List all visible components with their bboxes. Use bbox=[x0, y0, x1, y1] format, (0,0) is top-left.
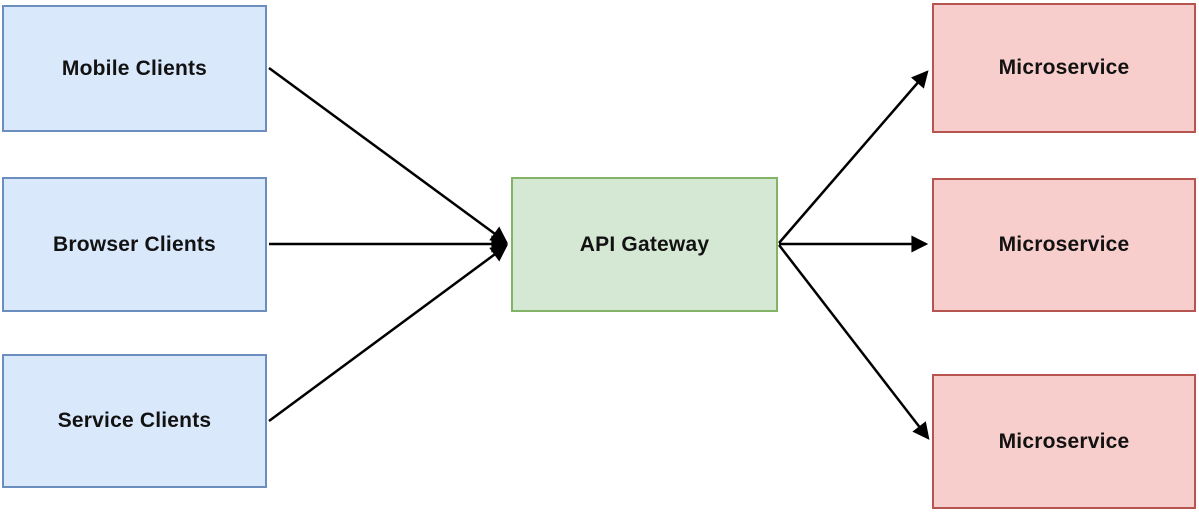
node-service-clients-label: Service Clients bbox=[57, 409, 212, 432]
node-microservice-middle: Microservice bbox=[932, 178, 1196, 312]
node-service-clients: Service Clients bbox=[2, 354, 267, 488]
node-microservice-top: Microservice bbox=[932, 3, 1196, 133]
node-microservice-bottom-label: Microservice bbox=[998, 429, 1130, 453]
edge-mobile-clients-to-api-gateway bbox=[268, 66, 506, 242]
node-microservice-top-label: Microservice bbox=[998, 56, 1130, 79]
edge-api-gateway-to-microservice-bottom bbox=[778, 244, 928, 438]
node-microservice-bottom: Microservice bbox=[932, 374, 1196, 509]
node-mobile-clients: Mobile Clients bbox=[2, 5, 267, 132]
edge-service-clients-to-api-gateway bbox=[268, 246, 506, 423]
node-api-gateway: API Gateway bbox=[511, 177, 778, 312]
node-microservice-middle-label: Microservice bbox=[998, 233, 1130, 256]
node-mobile-clients-label: Mobile Clients bbox=[61, 56, 208, 80]
node-browser-clients: Browser Clients bbox=[2, 177, 267, 312]
edge-api-gateway-to-microservice-top bbox=[778, 72, 927, 244]
node-browser-clients-label: Browser Clients bbox=[53, 232, 216, 256]
node-api-gateway-label: API Gateway bbox=[579, 232, 710, 256]
